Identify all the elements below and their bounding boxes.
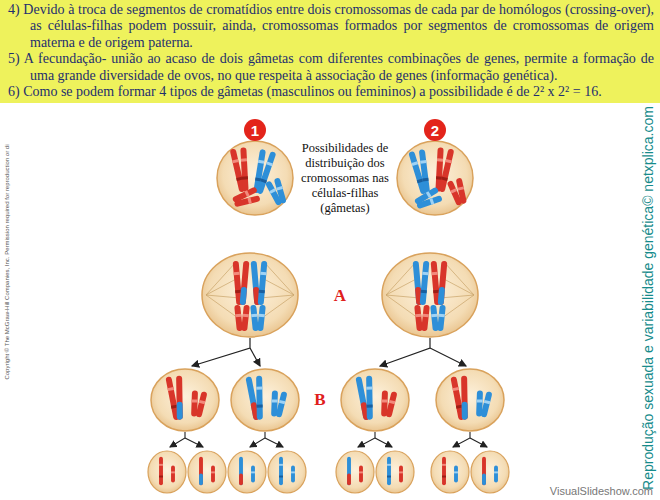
stage-label: A <box>334 286 346 306</box>
illustration-use <box>251 466 255 483</box>
caption-text: Possibilidades de distribuição dos cromo… <box>295 141 395 216</box>
watermark: VisualSlideshow.com <box>550 485 653 497</box>
illustration-use <box>446 177 469 207</box>
illustration-ellipse <box>382 253 478 337</box>
daughter-cells-1 <box>151 369 299 431</box>
illustration-use <box>245 375 266 421</box>
illustration-use <box>454 466 458 483</box>
illustration-use <box>413 186 444 211</box>
illustration-ellipse <box>268 451 306 493</box>
parent-cell-1 <box>217 141 293 215</box>
illustration-use <box>171 466 175 483</box>
illustration-ellipse <box>188 451 226 493</box>
illustration-g <box>206 262 294 318</box>
illustration-path <box>430 348 466 366</box>
illustration-ellipse <box>397 141 473 215</box>
illustration-use <box>231 186 261 210</box>
vertical-credit: Reprodução sexuada e variabilidade genét… <box>640 98 656 498</box>
stage-label: B <box>314 390 325 410</box>
illustration-path <box>375 438 392 447</box>
illustration-g <box>386 262 474 318</box>
illustration-use <box>159 457 163 486</box>
illustration-use <box>268 390 287 418</box>
illustration-use <box>234 305 250 331</box>
illustration-ellipse <box>376 451 414 493</box>
illustration-use <box>347 457 351 486</box>
illustration-use <box>230 147 253 193</box>
illustration-ellipse <box>431 451 469 493</box>
parent-cell-2 <box>397 141 473 215</box>
illustration-use <box>442 457 446 486</box>
illustration-use <box>450 375 471 421</box>
gamete-cells <box>148 451 509 493</box>
copyright-note: Copyright © The McGraw-Hill Companies, I… <box>4 112 10 412</box>
illustration-path <box>170 432 185 447</box>
illustration-path <box>250 348 260 366</box>
numbered-paragraph: 5) A fecundação- união ao acaso de dois … <box>30 51 654 84</box>
illustration-use <box>239 457 243 486</box>
illustration-use <box>355 375 376 421</box>
division-arrows <box>192 338 466 366</box>
illustration-use <box>279 457 283 486</box>
metaphase-cell-1 <box>202 253 298 337</box>
illustration-path <box>380 338 430 366</box>
illustration-use <box>233 261 250 305</box>
illustration-path <box>250 432 265 447</box>
illustration-use <box>199 457 203 486</box>
illustration-use <box>494 466 498 483</box>
numbered-paragraph: 4) Devido à troca de segmentos de cromat… <box>30 2 654 51</box>
illustration-ellipse <box>436 369 504 431</box>
metaphase-cell-2 <box>382 253 478 337</box>
illustration-use <box>188 390 207 418</box>
illustration-path <box>453 432 470 447</box>
illustration-ellipse <box>336 451 374 493</box>
illustration-ellipse <box>228 451 266 493</box>
illustration-path <box>192 338 250 366</box>
illustration-use <box>408 149 434 196</box>
illustration-use <box>265 177 289 207</box>
illustration-use <box>378 390 397 418</box>
illustration-ellipse <box>202 253 298 337</box>
illustration-use <box>473 390 492 418</box>
illustration-path <box>470 438 487 447</box>
illustration-use <box>413 261 430 305</box>
illustration-ellipse <box>151 369 219 431</box>
illustration-use <box>250 305 266 331</box>
illustration-use <box>430 305 446 331</box>
number-badge: 1 <box>244 119 266 141</box>
illustration-use <box>399 466 403 483</box>
callout-number: 2 <box>431 122 439 139</box>
number-badge: 2 <box>424 119 446 141</box>
illustration-use <box>211 466 215 483</box>
illustration-path <box>358 432 375 447</box>
illustration-use <box>251 261 268 305</box>
illustration-path <box>265 438 283 447</box>
illustration-ellipse <box>341 369 409 431</box>
daughter-cells-2 <box>341 369 504 431</box>
illustration-use <box>387 457 391 486</box>
illustration-ellipse <box>217 141 293 215</box>
illustration-ellipse <box>471 451 509 493</box>
text-band: 4) Devido à troca de segmentos de cromat… <box>0 0 660 103</box>
illustration-path <box>185 438 203 447</box>
illustration-use <box>414 305 430 331</box>
illustration-use <box>482 457 486 486</box>
division-arrows <box>170 432 487 447</box>
illustration-ellipse <box>148 451 186 493</box>
illustration-ellipse <box>231 369 299 431</box>
illustration-use <box>359 466 363 483</box>
illustration-use <box>431 261 448 305</box>
illustration-use <box>291 466 295 483</box>
callout-number: 1 <box>251 122 259 139</box>
illustration-use <box>165 375 186 421</box>
numbered-paragraph: 6) Como se podem formar 4 tipos de gâmet… <box>30 84 654 100</box>
